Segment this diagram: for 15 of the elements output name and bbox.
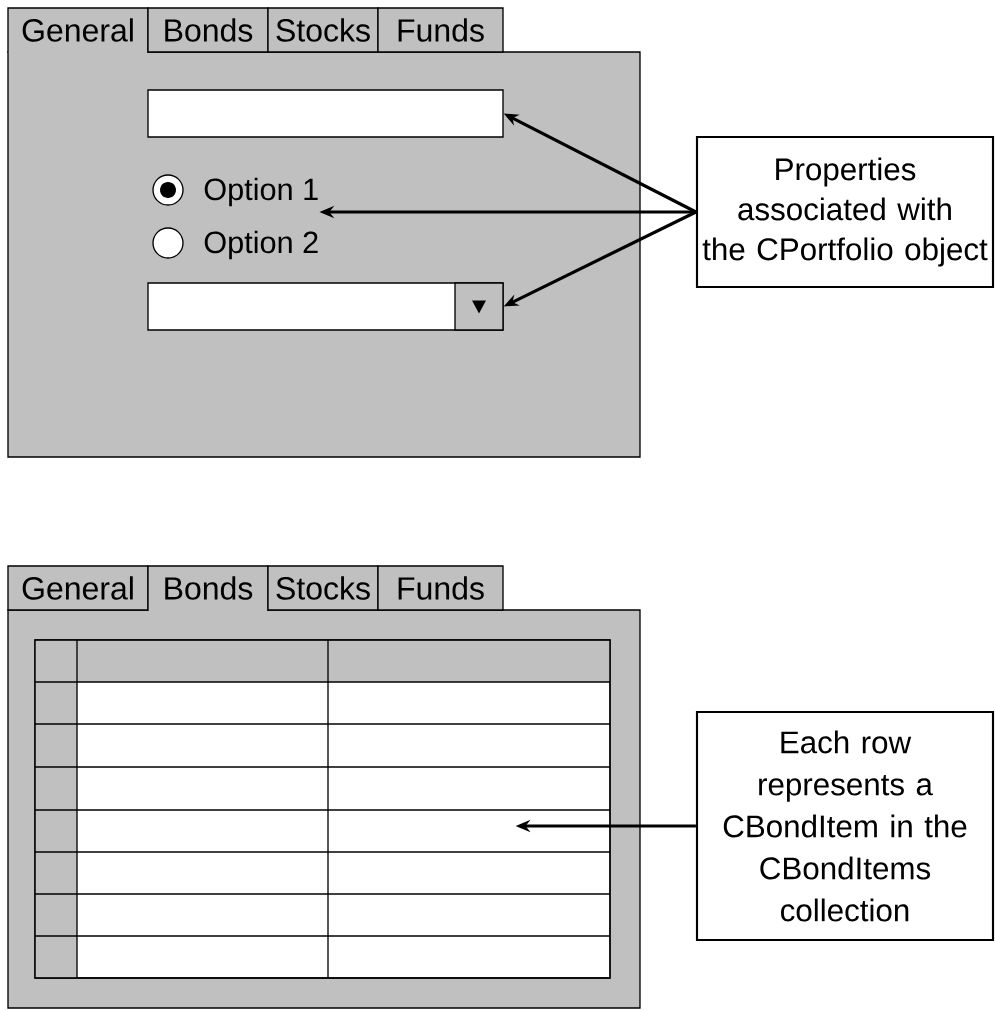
active-tab: General — [7, 7, 149, 54]
node-text: Option 2 — [204, 230, 318, 260]
tab: Bonds — [147, 7, 269, 53]
node-text: Option 1 — [204, 177, 318, 207]
text-field — [147, 89, 504, 138]
active-tab: Bonds — [147, 565, 269, 612]
radio-option: Option 2 — [152, 227, 318, 260]
tab: Stocks — [267, 7, 379, 53]
callout-box: Properties associated with the CPortfolio object — [695, 135, 995, 289]
radio-option: Option 1 — [152, 174, 318, 207]
callout-box: Each row represents a CBondItem in the CBondItems collection — [695, 710, 995, 942]
tab: Funds — [377, 565, 504, 611]
tab: General — [7, 565, 149, 611]
tab: Funds — [377, 7, 504, 53]
tab: Stocks — [267, 565, 379, 611]
